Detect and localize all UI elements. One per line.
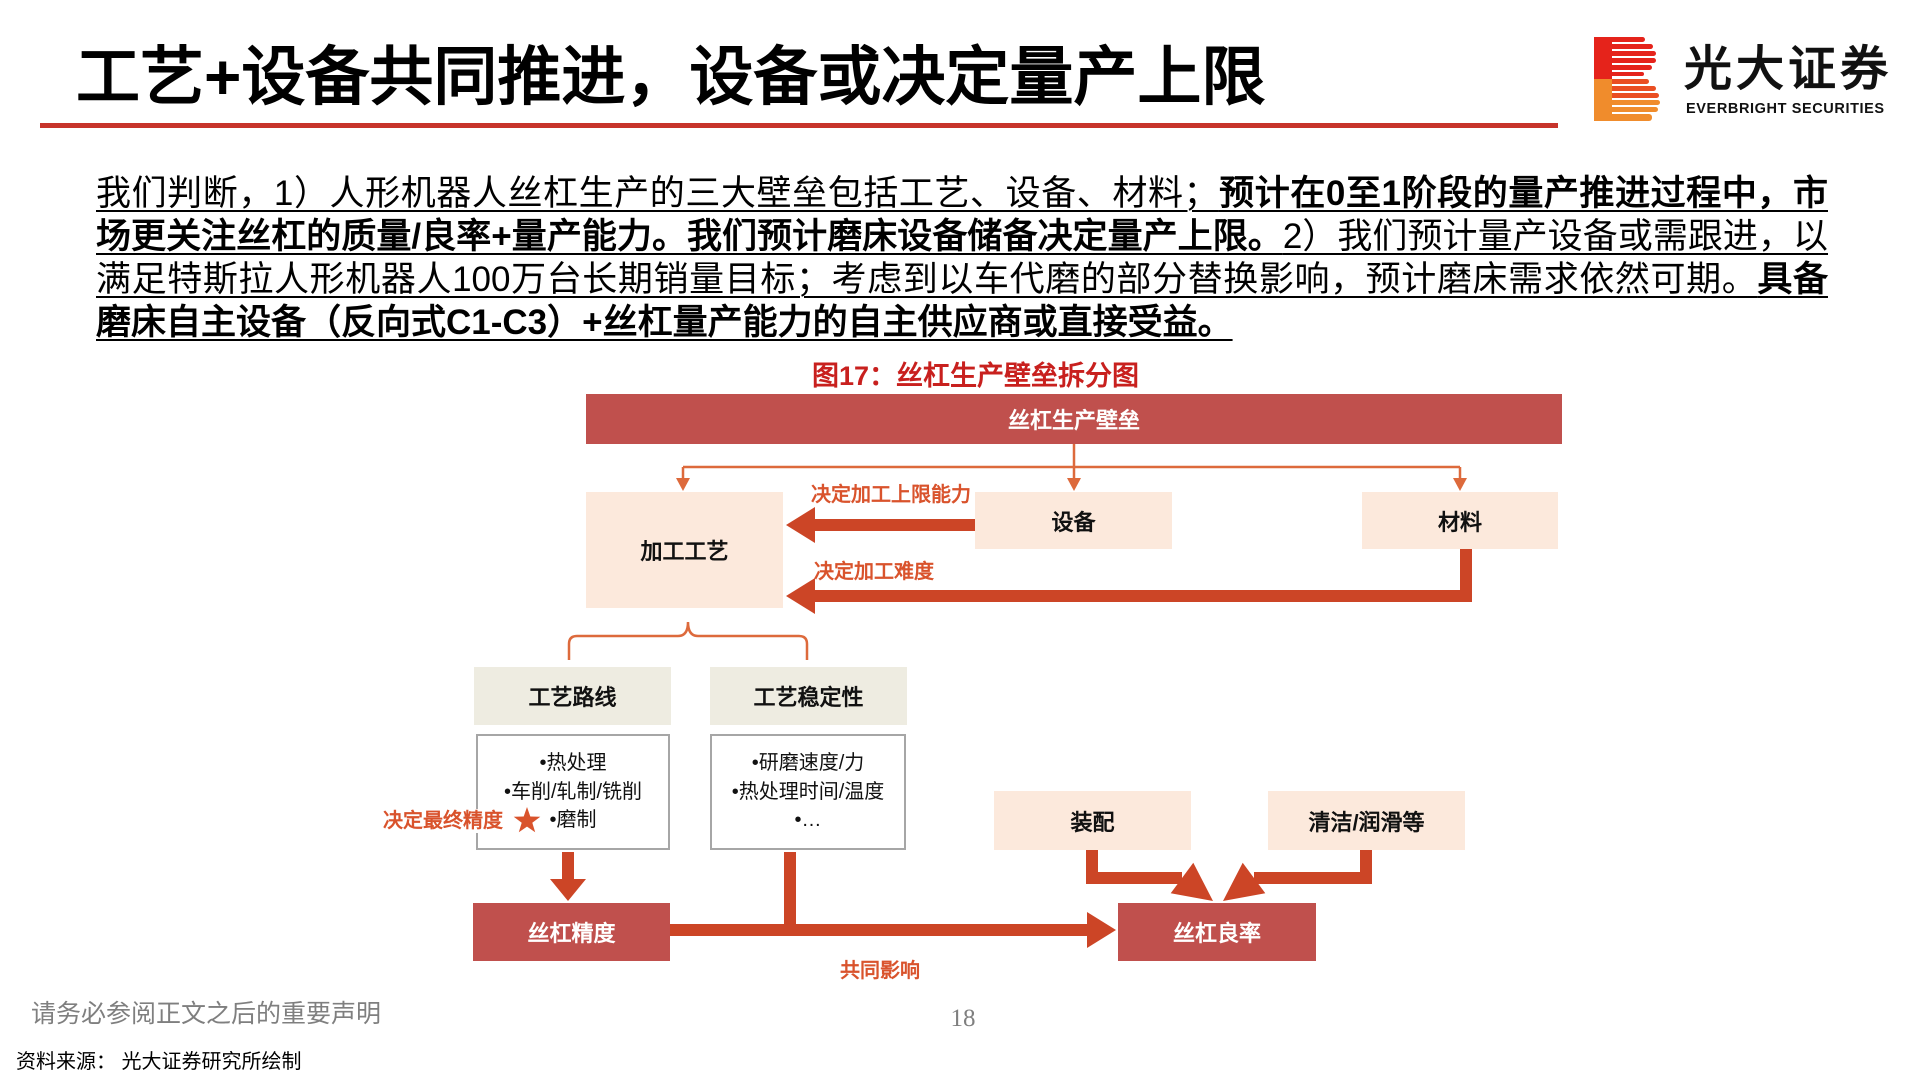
process-bracket [567, 621, 809, 660]
summary-paragraph: 我们判断，1）人形机器人丝杠生产的三大壁垒包括工艺、设备、材料；预计在0至1阶段… [96, 172, 1828, 344]
summary-segment: 我们判断，1）人形机器人丝杠生产的三大壁垒包括工艺、设备、材料； [96, 174, 1219, 213]
process-stability-list: •研磨速度/力 •热处理时间/温度 •… [710, 734, 906, 850]
process-box: 加工工艺 [586, 492, 783, 608]
brand-name-en: EVERBRIGHT SECURITIES [1686, 101, 1885, 117]
summary-segment: 具备磨床自主设备（反向式C1-C3）+丝杠量产能力的自主供应商或直接受益。 [96, 260, 1828, 342]
edge-label-material: 决定加工难度 [814, 561, 934, 583]
title-divider [40, 123, 1558, 128]
page-number: 18 [950, 1005, 976, 1032]
list-item: •磨制 [549, 809, 597, 832]
summary-segment: 预计在0至1阶段的量产推进过程中，市场更关注丝杠的质量/良率+量产能力。我们预计… [96, 174, 1828, 256]
arrow-cleaning-to-yield [1223, 850, 1372, 901]
figure-caption: 图17：丝杠生产壁垒拆分图 [812, 361, 1140, 391]
screw-yield-box: 丝杠良率 [1118, 903, 1316, 961]
footer-disclaimer: 请务必参阅正文之后的重要声明 [31, 1000, 382, 1028]
summary-segment: 2）我们预计量产设备或需跟进，以满足特斯拉人形机器人100万台长期销量目标；考虑… [96, 217, 1829, 299]
arrow-equipment-to-process [786, 507, 975, 543]
process-route-header: 工艺路线 [474, 667, 671, 725]
star-icon [513, 807, 541, 833]
root-barrier-bar: 丝杠生产壁垒 [586, 394, 1562, 444]
connector-root-to-material [1453, 467, 1467, 491]
list-item: •热处理时间/温度 [731, 780, 885, 803]
connector-root-to-process [676, 467, 690, 491]
edge-label-final-precision: 决定最终精度 [380, 809, 506, 833]
material-box: 材料 [1362, 492, 1558, 549]
list-item: •研磨速度/力 [751, 752, 865, 775]
assembly-box: 装配 [994, 791, 1191, 850]
list-item: •… [794, 809, 822, 832]
edge-label-equipment: 决定加工上限能力 [811, 484, 971, 506]
arrow-route-to-precision [550, 852, 586, 901]
screw-precision-box: 丝杠精度 [473, 903, 670, 961]
process-route-list: •热处理 •车削/轧制/铣削 •磨制 [476, 734, 670, 850]
equipment-box: 设备 [975, 492, 1172, 549]
arrow-assembly-to-yield [1086, 850, 1213, 901]
connector-root-to-equipment [1067, 444, 1081, 491]
source-note: 资料来源： 光大证券研究所绘制 [16, 1051, 302, 1073]
brand-name-cn: 光大证券 [1684, 43, 1893, 96]
list-item: •车削/轧制/铣削 [503, 780, 643, 803]
arrow-precision-to-yield [670, 912, 1116, 948]
cleaning-lubrication-box: 清洁/润滑等 [1268, 791, 1465, 850]
list-item: •热处理 [539, 752, 607, 775]
slide-title: 工艺+设备共同推进，设备或决定量产上限 [76, 41, 1266, 113]
process-stability-header: 工艺稳定性 [710, 667, 907, 725]
everbright-logo-icon [1594, 37, 1660, 121]
edge-label-joint-effect: 共同影响 [840, 960, 920, 982]
arrow-material-to-process [786, 549, 1472, 614]
